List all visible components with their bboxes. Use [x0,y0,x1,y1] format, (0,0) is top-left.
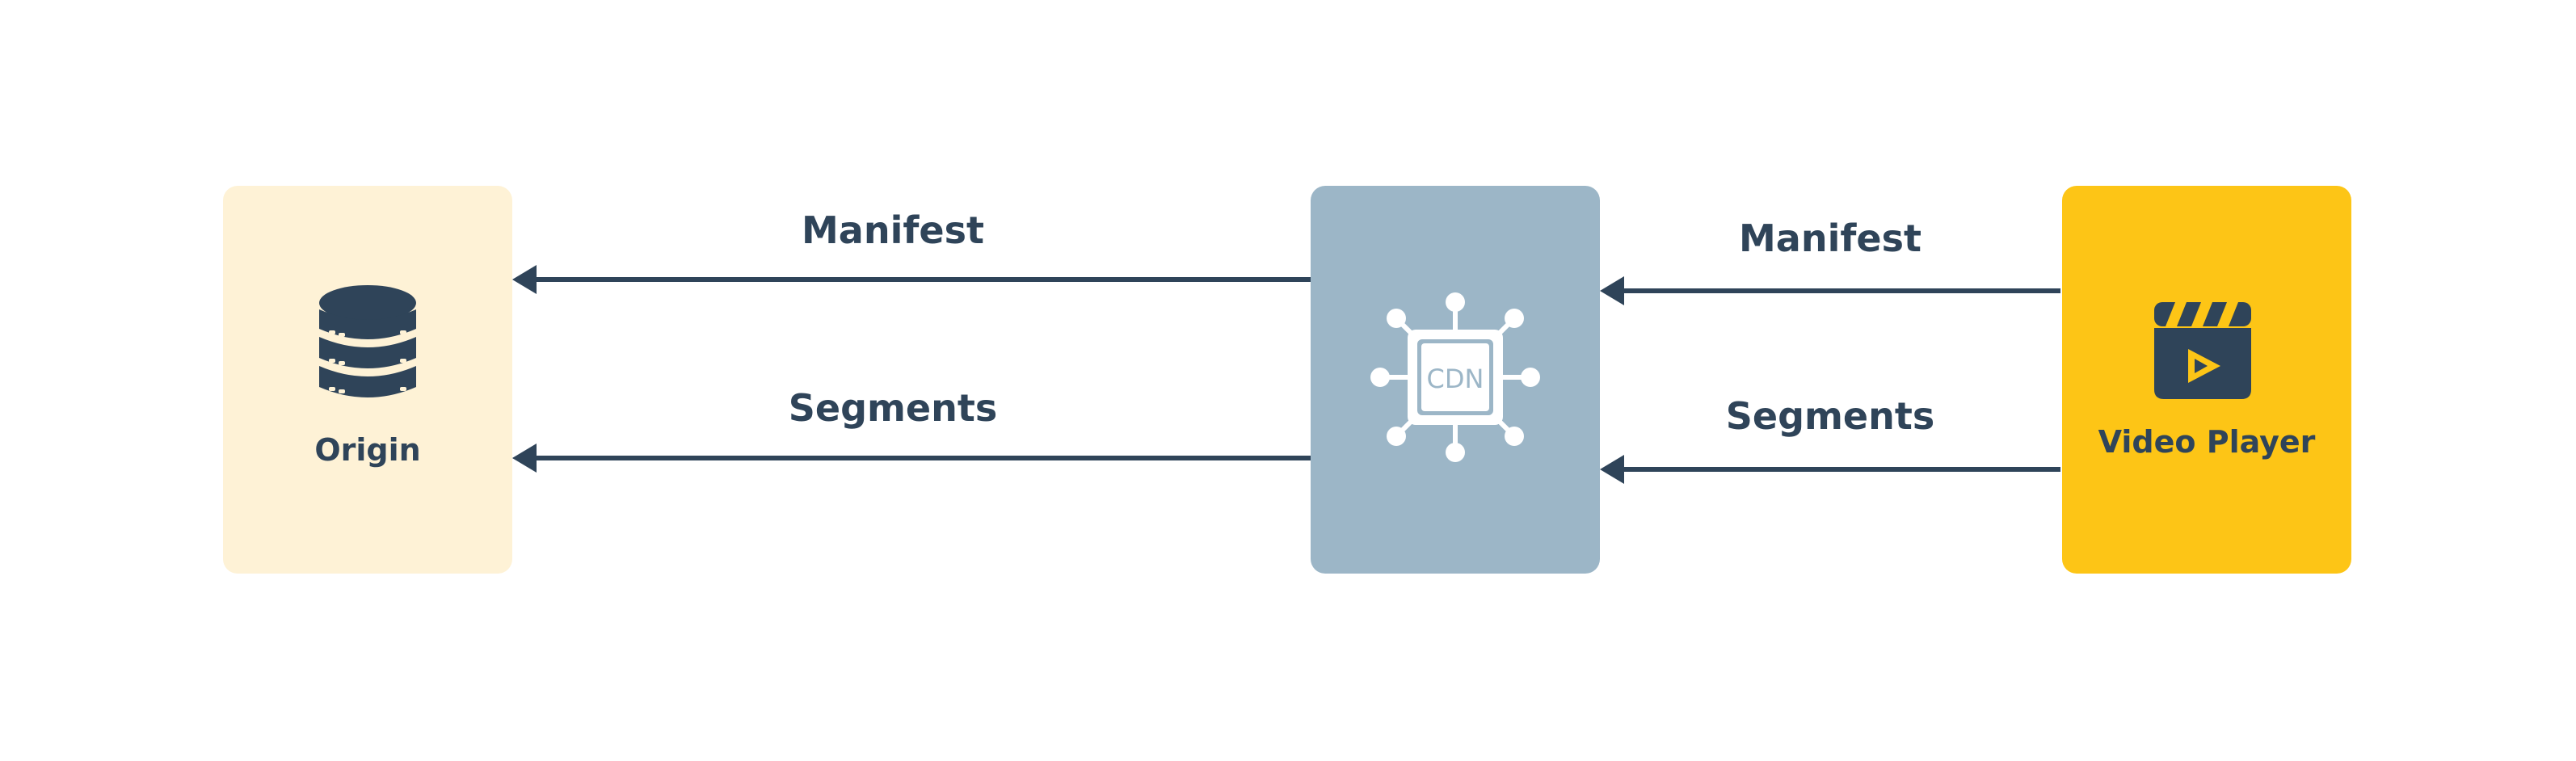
manifest-arrow-cdn-to-origin [512,265,1311,294]
video-player-label: Video Player [2098,424,2316,460]
segments-arrow-cdn-to-origin [512,444,1311,473]
video-clapper-icon [2153,301,2253,401]
segments-arrow-player-to-cdn [1600,455,2060,484]
manifest-label-right: Manifest [1739,217,1921,260]
cdn-node: CDN [1311,186,1600,574]
database-icon [318,284,418,405]
manifest-arrow-player-to-cdn [1600,276,2060,305]
cdn-label: CDN [1427,364,1484,394]
origin-node: Origin [223,186,512,574]
segments-label-left: Segments [788,386,998,430]
manifest-label-left: Manifest [802,208,984,252]
cdn-chip-icon: CDN [1369,291,1542,464]
segments-label-right: Segments [1725,394,1935,438]
video-player-node: Video Player [2062,186,2351,574]
origin-label: Origin [314,432,421,468]
